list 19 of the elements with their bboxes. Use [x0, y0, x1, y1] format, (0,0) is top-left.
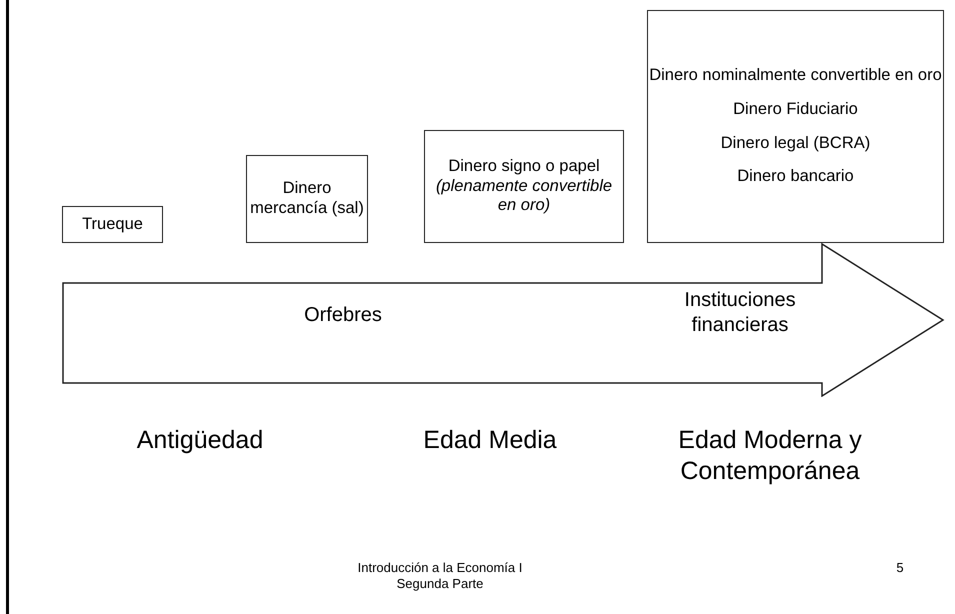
era-label: Edad Moderna y Contemporánea: [677, 425, 863, 488]
arrow-label: Instituciones financieras: [683, 288, 797, 338]
box-text: Dinero Fiduciario: [733, 100, 858, 120]
era-label: Edad Media: [422, 425, 558, 455]
arrow-label: Orfebres: [303, 303, 383, 328]
page-number: 5: [895, 560, 905, 576]
footer-text: Introducción a la Economía I Segunda Parte: [356, 560, 524, 592]
box-text: Dinero bancario: [737, 167, 854, 188]
box-text: Dinero mercancía (sal): [249, 179, 365, 219]
timeline-arrow: [62, 243, 946, 397]
box-text: Dinero nominalmente convertible en oro: [649, 66, 942, 86]
box-text: Dinero legal (BCRA): [720, 134, 870, 154]
text-box: [246, 155, 368, 243]
box-text: Dinero signo o papel (plenamente convertible en oro): [434, 156, 614, 216]
text-box: [424, 130, 624, 243]
text-box: [62, 206, 163, 243]
box-text: Trueque: [82, 214, 143, 234]
era-label: Antigüedad: [136, 425, 264, 455]
text-box: [647, 10, 944, 243]
